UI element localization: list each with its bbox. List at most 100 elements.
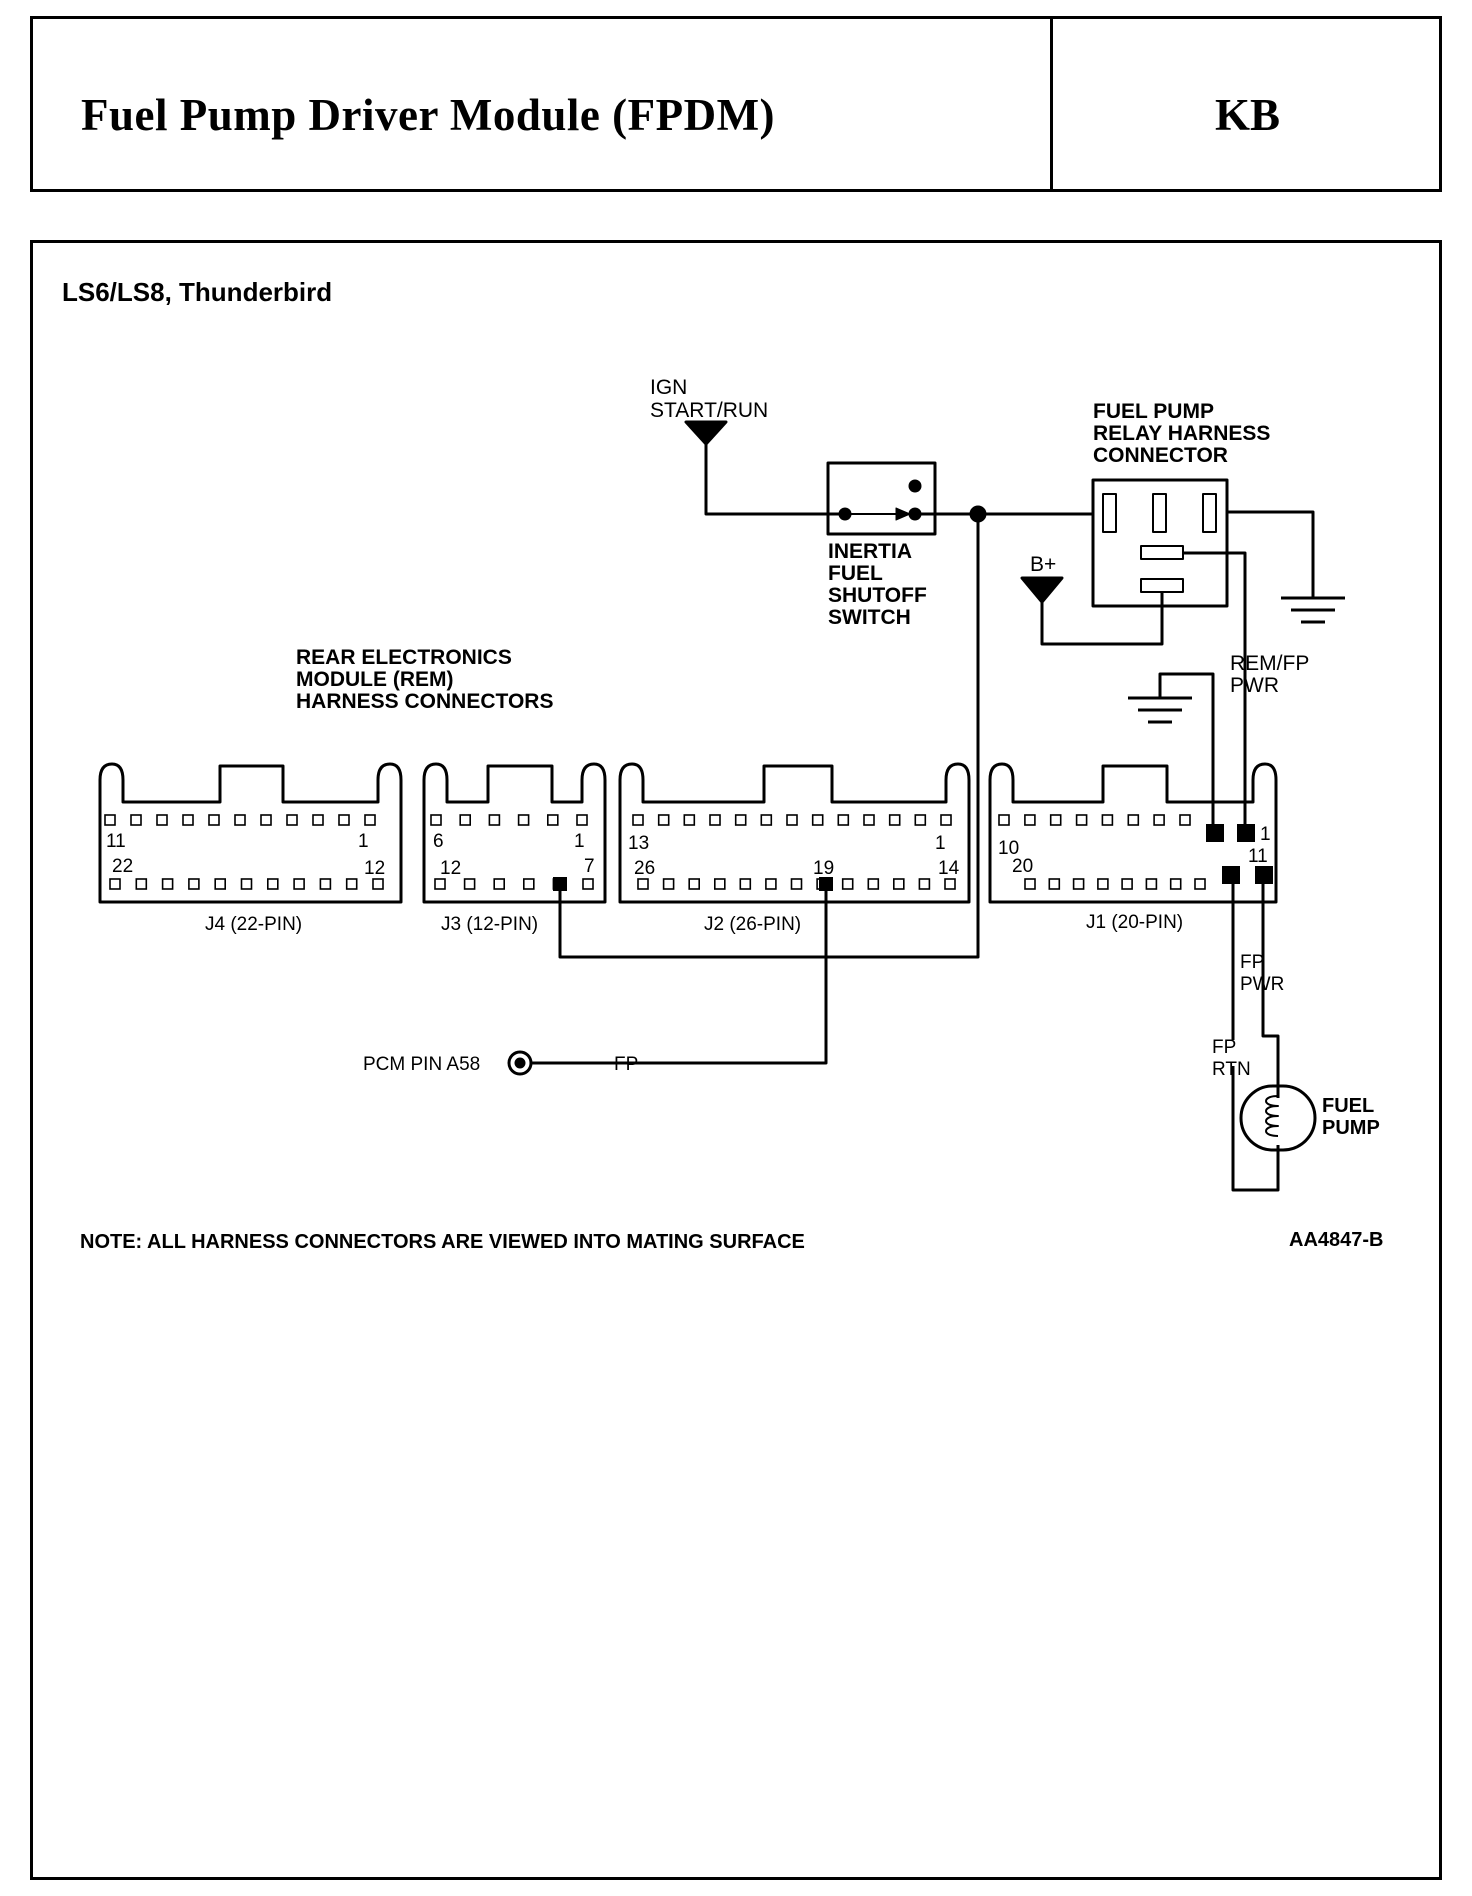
rem-label: MODULE (REM) <box>296 668 453 691</box>
j3-pin-number: 6 <box>433 831 444 852</box>
j1-pin-socket <box>1121 878 1133 890</box>
j2-pin-number: 13 <box>628 833 649 854</box>
j1-ground-wire <box>1158 672 1215 831</box>
ign-wire <box>704 440 845 516</box>
j2-pin-number: 26 <box>634 858 655 879</box>
j4-pin-socket <box>188 878 200 890</box>
j4-pin-socket <box>104 814 116 826</box>
j1-pin-socket <box>1179 814 1191 826</box>
connector-j3-shell <box>422 762 607 904</box>
j2-pin-socket <box>867 878 880 890</box>
j2-pin-socket <box>914 814 927 826</box>
relay-connector-label: CONNECTOR <box>1093 444 1228 467</box>
j2-pin-number: 14 <box>938 858 960 879</box>
j1-pin-number: 20 <box>1012 856 1033 877</box>
j4-pin-socket <box>161 878 174 890</box>
ign-label: IGN <box>650 376 687 399</box>
ign-power-triangle <box>684 420 728 446</box>
j2-pin-socket <box>892 878 905 890</box>
applicability-label: LS6/LS8, Thunderbird <box>62 277 332 307</box>
j1-pin-socket <box>1024 878 1036 890</box>
j1-fp-rtn-pin-marker <box>1222 866 1240 884</box>
j1-pin-socket <box>1127 814 1140 826</box>
inertia-switch-arrow <box>895 507 911 521</box>
j1-pin-number: 10 <box>998 838 1019 859</box>
j4-pin-number: 11 <box>106 831 126 852</box>
j2-pin-socket <box>760 814 773 826</box>
connector-j2-shell <box>618 762 971 904</box>
fp-pwr-wire <box>1261 880 1280 1098</box>
j4-pin-socket <box>293 878 305 890</box>
j4-pin-number: 1 <box>358 831 369 852</box>
j1-pin-socket <box>998 814 1010 826</box>
j2-pin-socket <box>863 814 875 826</box>
j3-pin-socket <box>522 878 535 890</box>
fuel-pump-relay-connector <box>1091 478 1229 608</box>
section-code: KB <box>1214 90 1281 140</box>
j2-pin-socket <box>811 814 824 826</box>
j1-pin-1-marker <box>1237 824 1255 842</box>
rem-label: REAR ELECTRONICS <box>296 646 512 669</box>
inertia-switch-label: FUEL <box>828 562 883 585</box>
bplus-label: B+ <box>1030 553 1056 576</box>
pcm-pin-terminal <box>507 1050 533 1076</box>
fuel-pump-body <box>1239 1084 1317 1152</box>
j4-pin-socket <box>130 814 142 826</box>
j3-pin-socket <box>459 814 472 826</box>
j4-pin-socket <box>266 878 279 890</box>
j3-pin-socket <box>546 814 559 826</box>
page-title: Fuel Pump Driver Module (FPDM) <box>81 90 776 140</box>
j1-pin-socket <box>1048 878 1061 890</box>
figure-id: AA4847-B <box>1289 1229 1383 1251</box>
j4-pin-socket <box>214 878 226 890</box>
connector-j4-shell <box>98 762 403 904</box>
j2-pin-socket <box>790 878 803 890</box>
note-text: NOTE: ALL HARNESS CONNECTORS ARE VIEWED … <box>80 1231 805 1253</box>
j3-pin-number: 12 <box>440 858 461 879</box>
j1-pin-11-marker <box>1255 866 1273 884</box>
j2-pin-socket <box>918 878 931 890</box>
j4-pin-socket <box>364 814 376 826</box>
j2-pin-socket <box>786 814 798 826</box>
ign-label: START/RUN <box>650 399 768 422</box>
j3-pin-socket <box>493 878 506 890</box>
j2-pin-socket <box>739 878 752 890</box>
j2-pin-socket <box>657 814 670 826</box>
j2-pin-socket <box>713 878 726 890</box>
j4-pin-socket <box>182 814 194 826</box>
j3-pin-number: 1 <box>574 831 585 852</box>
j4-pin-socket <box>109 878 121 890</box>
fp-rtn-label: RTN <box>1212 1059 1251 1080</box>
j2-pin-socket <box>709 814 721 826</box>
j1-pin-number: 11 <box>1248 846 1268 867</box>
inertia-switch <box>826 461 937 536</box>
relay-connector-label: RELAY HARNESS <box>1093 422 1270 445</box>
remfp-pwr-label: PWR <box>1230 674 1279 697</box>
relay-connector-label: FUEL PUMP <box>1093 400 1214 423</box>
fp-signal-wire <box>534 885 828 1065</box>
j1-pin-socket <box>1024 814 1036 826</box>
inertia-switch-label: SWITCH <box>828 606 911 629</box>
fp-rtn-label: FP <box>1212 1037 1236 1058</box>
j2-pin-number: 19 <box>813 858 834 879</box>
fuel-pump-label: PUMP <box>1322 1117 1380 1139</box>
remfp-pwr-wire <box>1183 551 1247 831</box>
j4-pin-socket <box>208 814 220 826</box>
j3-pin-socket <box>488 814 501 826</box>
j3-pin-socket <box>517 814 530 826</box>
fp-pwr-label: FP <box>1240 952 1264 973</box>
pcm-pin-label: PCM PIN A58 <box>363 1054 480 1075</box>
connector-j1-shell <box>988 762 1278 904</box>
j4-label: J4 (22-PIN) <box>205 914 302 935</box>
j1-pin-socket <box>1101 814 1114 826</box>
rem-label: HARNESS CONNECTORS <box>296 690 553 713</box>
diagram-panel <box>30 240 1442 1880</box>
j1-pin-socket <box>1097 878 1109 890</box>
j3-pin-number: 7 <box>584 856 595 877</box>
j2-pin-number: 1 <box>935 833 946 854</box>
relay-terminal <box>1152 493 1167 533</box>
bplus-wire <box>1040 592 1164 646</box>
j2-label: J2 (26-PIN) <box>704 914 801 935</box>
j1-pin-socket <box>1169 878 1182 890</box>
